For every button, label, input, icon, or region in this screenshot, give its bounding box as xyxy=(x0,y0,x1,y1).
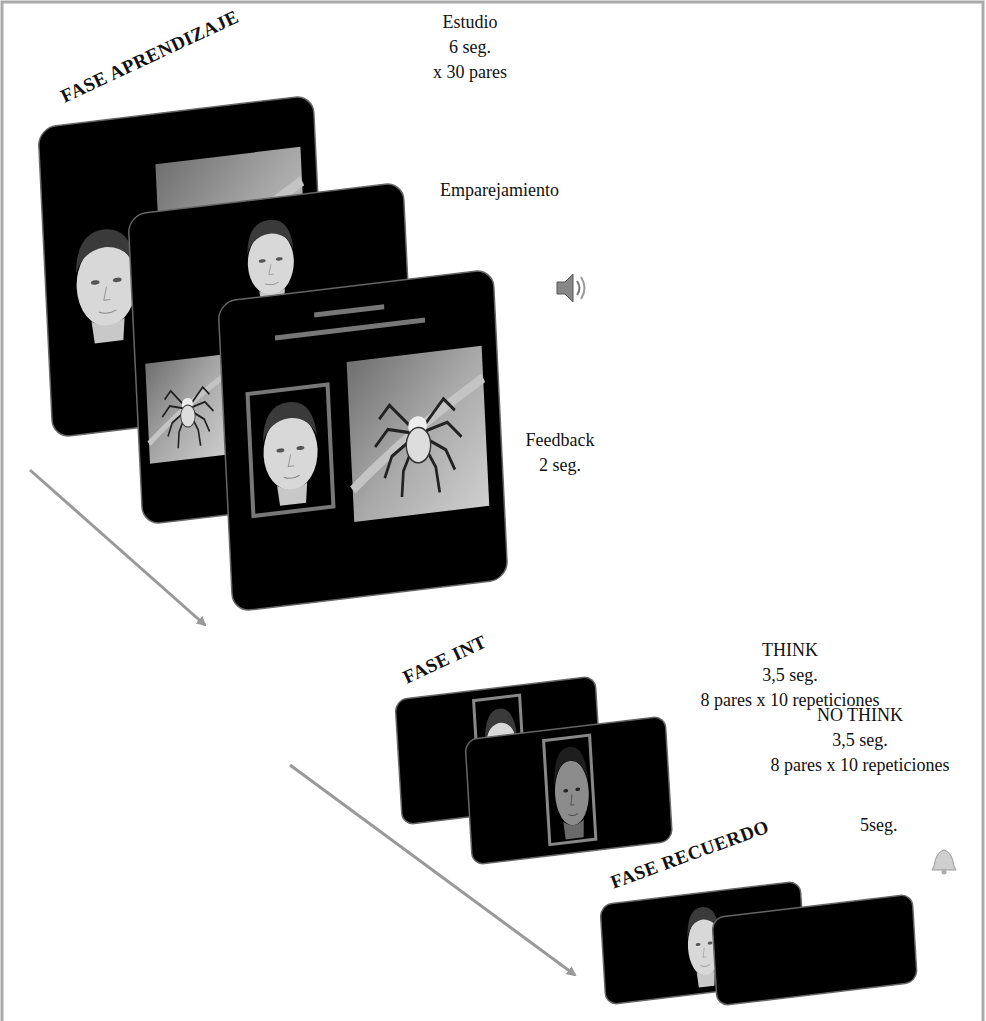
flow-arrow xyxy=(290,765,575,975)
condition-title: NO THINK xyxy=(817,705,903,727)
flow-arrow xyxy=(30,470,205,625)
count-note: x 30 pares xyxy=(433,62,507,84)
duration-note: 3,5 seg. xyxy=(832,730,888,752)
duration-note: 2 seg. xyxy=(539,455,581,477)
step-title: Feedback xyxy=(526,430,595,452)
blank-screen xyxy=(712,894,917,1006)
bell-icon xyxy=(932,850,956,875)
phase-heading: FASE INT xyxy=(400,631,491,690)
duration-note: 3,5 seg. xyxy=(762,665,818,687)
step-title: Emparejamiento xyxy=(440,180,559,202)
no-think-screen xyxy=(465,716,673,865)
step-title: Estudio xyxy=(442,12,497,34)
phase-heading: FASE APRENDIZAJE xyxy=(57,6,242,109)
duration-note: 5seg. xyxy=(860,815,898,837)
duration-note: 6 seg. xyxy=(449,37,491,59)
feedback-screen xyxy=(218,269,508,612)
condition-title: THINK xyxy=(762,640,818,662)
speaker-icon xyxy=(557,274,585,302)
count-note: 8 pares x 10 repeticiones xyxy=(771,755,950,777)
